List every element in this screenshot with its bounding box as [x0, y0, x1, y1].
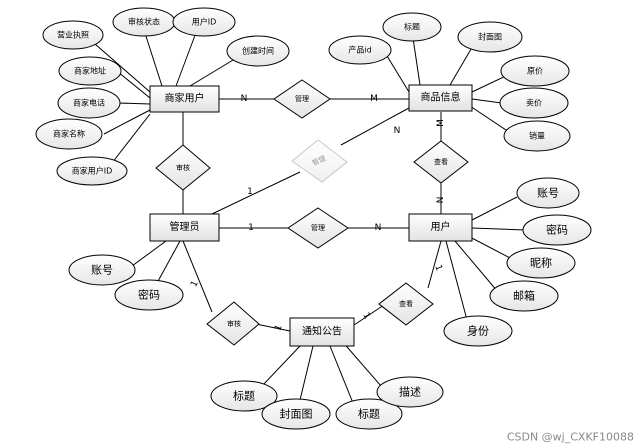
attribute-admin-password: 密码	[114, 279, 184, 311]
svg-text:密码: 密码	[138, 288, 160, 302]
entity-merchant-user: 商家用户	[149, 85, 220, 113]
attribute-user-id-card: 身份	[443, 315, 513, 347]
attribute-review-status: 审核状态	[112, 7, 176, 37]
entity-notice: 通知公告	[289, 317, 355, 347]
relationship-label: 审核	[227, 319, 241, 328]
entity-label: 商品信息	[421, 91, 461, 104]
cardinality-1: 1	[432, 264, 443, 273]
attribute-product-id: 产品id	[328, 35, 392, 65]
attribute-admin-account: 账号	[68, 254, 136, 286]
attribute-merchant-phone: 商家电话	[57, 87, 121, 119]
attribute-merchant-address: 商家地址	[58, 56, 122, 86]
attribute-user-account: 账号	[516, 177, 580, 209]
cardinality-1: 1	[273, 324, 284, 333]
attribute-user-password: 密码	[522, 214, 592, 246]
svg-text:创建时间: 创建时间	[242, 46, 274, 56]
entity-label: 管理员	[170, 220, 200, 233]
attribute-product-cover: 封面图	[457, 21, 523, 53]
svg-text:描述: 描述	[399, 385, 421, 399]
relationship-view-notice-user: 查看	[378, 282, 434, 326]
attribute-notice-description: 描述	[376, 376, 444, 408]
svg-text:身份: 身份	[467, 324, 489, 338]
relationship-label: 查看	[434, 157, 448, 166]
svg-text:商家地址: 商家地址	[74, 66, 106, 76]
attribute-merchant-name: 商家名称	[35, 118, 103, 150]
relationship-view-product-user: 查看	[413, 140, 469, 184]
svg-text:产品id: 产品id	[348, 45, 371, 55]
attribute-notice-title: 标题	[210, 380, 278, 412]
attribute-business-license: 营业执照	[42, 20, 104, 50]
cardinality-m: M	[436, 119, 446, 127]
svg-text:原价: 原价	[527, 67, 543, 76]
svg-text:账号: 账号	[537, 187, 559, 200]
relationship-manage-merchant-product: 管理	[273, 79, 331, 119]
connector-lines	[94, 29, 526, 404]
attribute-notice-subtitle: 标题	[335, 398, 403, 430]
relationship-review-admin-notice: 审核	[206, 301, 260, 346]
svg-text:标题: 标题	[404, 22, 420, 32]
svg-text:标题: 标题	[358, 407, 380, 421]
svg-text:商家名称: 商家名称	[53, 129, 85, 139]
svg-text:商家用户ID: 商家用户ID	[72, 166, 113, 176]
attribute-notice-cover: 封面图	[261, 398, 331, 430]
cardinality-labels: N M 1 N 1 N M N 1 1 1 1	[189, 94, 446, 332]
attribute-sales: 销量	[503, 120, 571, 152]
relationship-label: 管理	[311, 223, 325, 232]
attribute-user-id: 用户ID	[172, 7, 236, 37]
svg-text:卖价: 卖价	[526, 99, 542, 108]
svg-text:营业执照: 营业执照	[57, 30, 89, 40]
cardinality-1: 1	[189, 279, 200, 288]
entity-admin: 管理员	[149, 213, 220, 242]
relationship-label: 审核	[176, 163, 190, 172]
svg-text:账号: 账号	[91, 264, 113, 277]
svg-text:昵称: 昵称	[530, 256, 552, 270]
relationship-label: 管理	[295, 94, 309, 103]
svg-text:标题: 标题	[233, 389, 255, 403]
entity-label: 通知公告	[302, 325, 342, 338]
relationship-manage-admin-user: 管理	[287, 207, 349, 249]
svg-text:销量: 销量	[529, 131, 545, 141]
cardinality-n: N	[394, 126, 401, 136]
cardinality-n: N	[375, 223, 382, 233]
attribute-original-price: 原价	[500, 55, 570, 87]
cardinality-1: 1	[248, 223, 254, 233]
attribute-user-nickname: 昵称	[506, 247, 576, 279]
attribute-sale-price: 卖价	[499, 87, 569, 119]
svg-text:商家电话: 商家电话	[73, 98, 105, 108]
cardinality-1: 1	[360, 311, 372, 321]
relationship-label: 查看	[399, 299, 413, 308]
attribute-merchant-user-id: 商家用户ID	[56, 156, 128, 186]
svg-text:封面图: 封面图	[478, 32, 502, 42]
entity-label: 用户	[431, 220, 451, 233]
svg-text:审核状态: 审核状态	[128, 17, 160, 27]
relationship-review-merchant-admin: 审核	[155, 144, 211, 191]
svg-text:封面图: 封面图	[280, 407, 313, 421]
attribute-user-email: 邮箱	[489, 280, 559, 312]
cardinality-1: 1	[247, 187, 253, 197]
entity-label: 商家用户	[165, 92, 205, 105]
watermark-text: CSDN @wj_CXKF10088	[507, 431, 634, 444]
attribute-product-title: 标题	[382, 12, 442, 42]
cardinality-m: M	[370, 94, 378, 104]
svg-text:密码: 密码	[546, 223, 568, 237]
entity-product-info: 商品信息	[408, 84, 473, 112]
relationship-manage-admin-product: 管理	[291, 139, 348, 183]
attribute-create-time: 创建时间	[226, 35, 290, 67]
svg-text:用户ID: 用户ID	[192, 17, 217, 27]
cardinality-n: N	[436, 197, 446, 204]
svg-text:邮箱: 邮箱	[513, 289, 535, 303]
entity-user: 用户	[408, 213, 473, 242]
cardinality-n: N	[241, 94, 248, 104]
